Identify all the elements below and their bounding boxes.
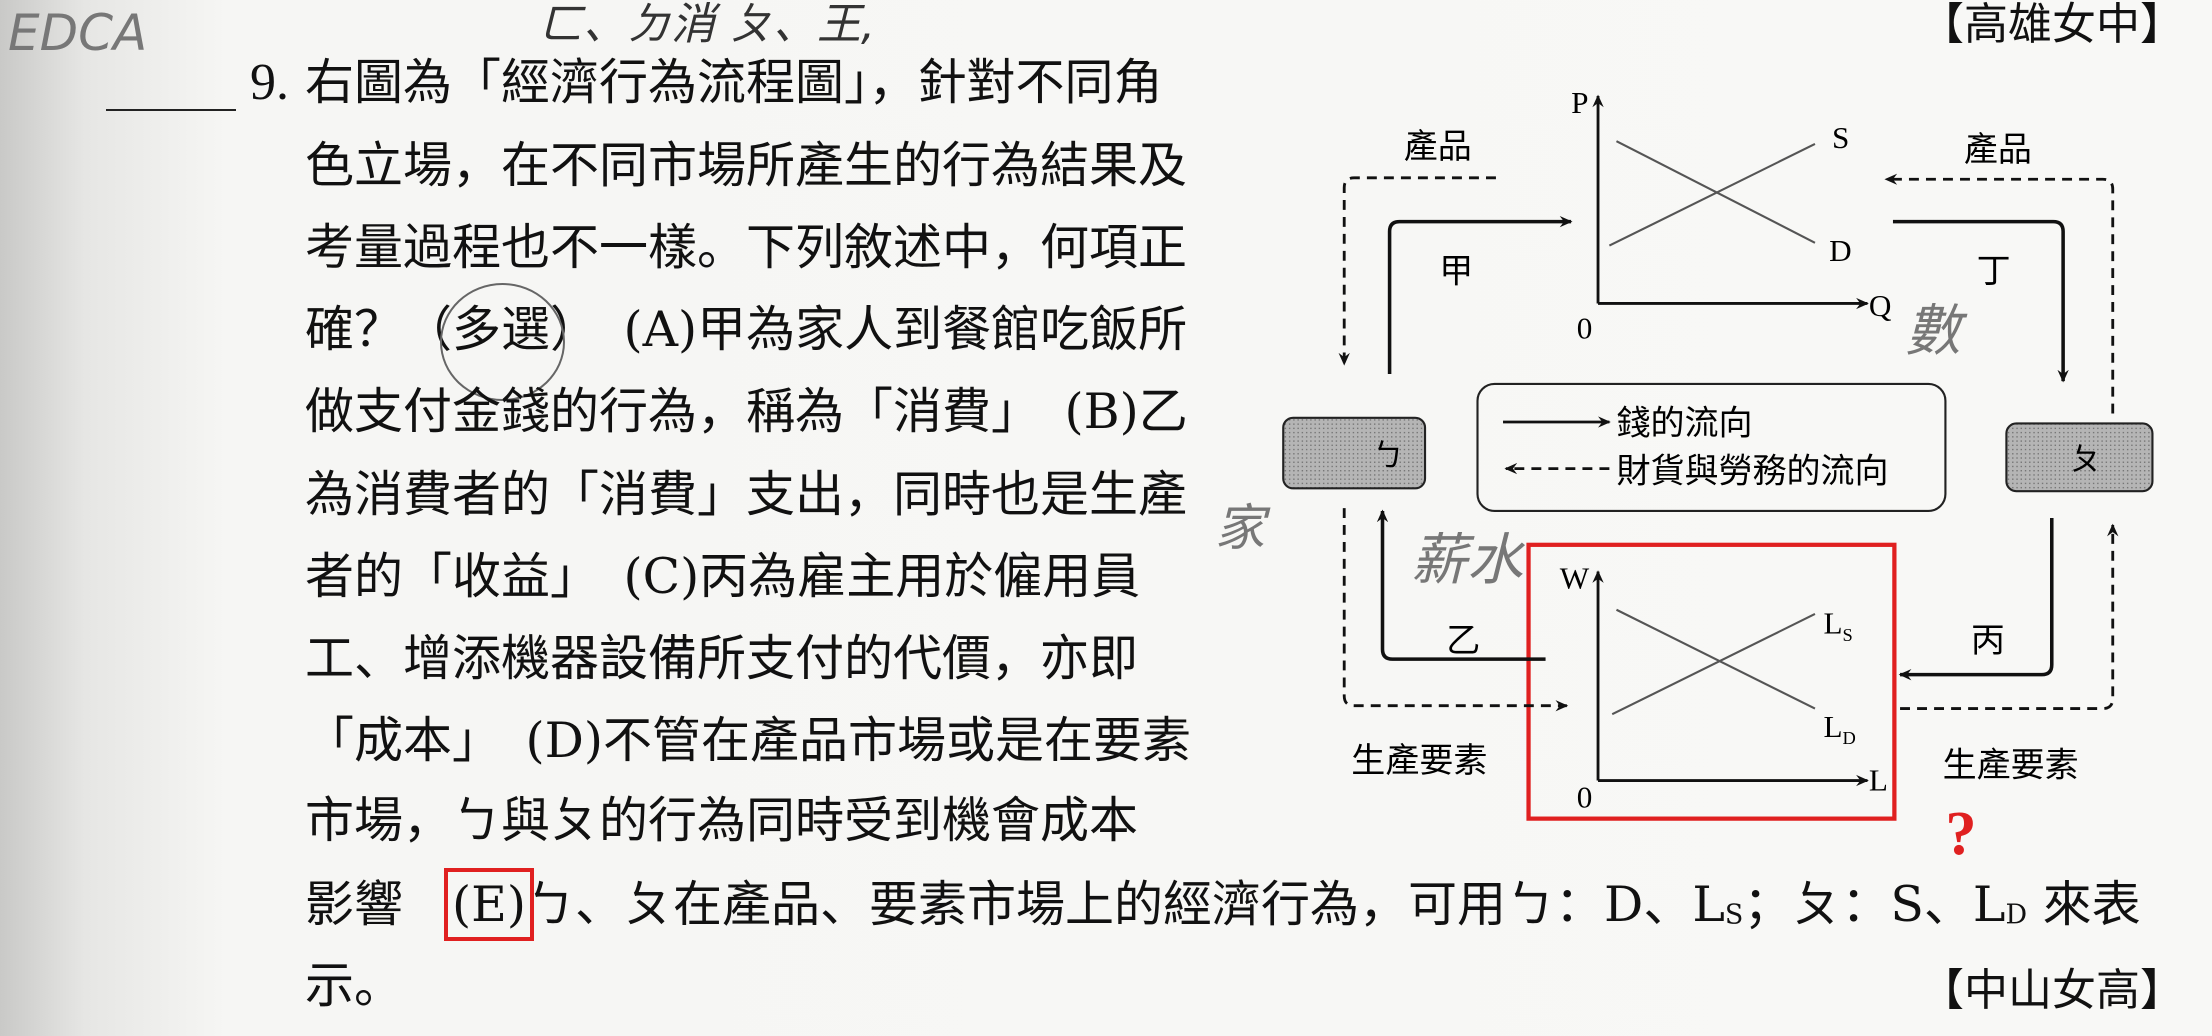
question-line: 做支付金錢的行為，稱為「消費」 (B)乙 — [305, 383, 1188, 440]
labor-demand-label: LD — [1823, 709, 1855, 748]
question-line: 工、增添機器設備所支付的代價，亦即 — [305, 630, 1139, 687]
subscript: S — [1724, 899, 1744, 931]
question-line: 右圖為「經濟行為流程圖」，針對不同角 — [305, 54, 1163, 111]
question-line: 為消費者的「消費」支出，同時也是生產 — [305, 466, 1188, 523]
legend-box — [1476, 382, 1947, 513]
money-flow-jia — [1387, 215, 1573, 375]
firm-box — [2005, 422, 2154, 493]
source-label-bottom: 【中山女高】 — [1920, 965, 2184, 1016]
factor-market-graph: W L 0 LS LD — [1526, 542, 1897, 821]
question-number: 9. — [250, 54, 289, 111]
flow-label-bing: 丙 — [1971, 623, 2005, 660]
origin-label: 0 — [1577, 779, 1593, 814]
demand-label: D — [1829, 233, 1852, 268]
supply-curve — [1608, 143, 1816, 247]
money-flow-ding — [1892, 219, 2069, 383]
handwritten-answer: EDCA — [8, 4, 148, 62]
answer-underline — [106, 109, 236, 111]
question-mark-annotation: ? — [1945, 800, 1976, 868]
source-label-top: 【高雄女中】 — [1920, 0, 2184, 50]
question-line: 考量過程也不一樣。下列敘述中，何項正 — [305, 219, 1188, 276]
product-label-left: 產品 — [1404, 128, 1472, 166]
firm-label: ㄆ — [2070, 442, 2101, 477]
subscript: D — [2005, 899, 2028, 931]
axis-label-q: Q — [1869, 288, 1892, 323]
question-line-option-e: 影響 (E)ㄅ、ㄆ在產品、要素市場上的經濟行為，可用ㄅ：D、LS；ㄆ：S、LD … — [305, 868, 2141, 944]
factor-flow-left — [1342, 508, 1569, 712]
text: ㄅ、ㄆ在產品、要素市場上的經濟行為，可用ㄅ：D、L — [526, 876, 1725, 933]
product-flow-right — [1884, 173, 2115, 414]
product-flow-left — [1338, 176, 1496, 366]
question-line: 者的「收益」 (C)丙為雇主用於僱用員 — [305, 548, 1141, 605]
option-e-label: (E) — [444, 868, 535, 941]
flow-label-ding: 丁 — [1977, 253, 2011, 290]
flow-label-yi: 乙 — [1446, 623, 1480, 660]
text: ；ㄆ：S、L — [1743, 876, 2006, 933]
axis-label-l: L — [1869, 762, 1888, 797]
question-line: 色立場，在不同市場所產生的行為結果及 — [305, 137, 1188, 194]
text: 來表 — [2027, 876, 2141, 933]
origin-label: 0 — [1577, 311, 1593, 346]
text: 影響 — [305, 876, 453, 933]
axis-label-p: P — [1571, 85, 1588, 120]
money-flow-yi — [1376, 509, 1546, 661]
handwritten-note-family: 家 — [1215, 499, 1265, 557]
product-label-right: 產品 — [1964, 131, 2032, 169]
question-line: 示。 — [305, 957, 404, 1014]
question-line: 確？（多選） (A)甲為家人到餐館吃飯所 — [305, 301, 1188, 358]
factor-label-right: 生產要素 — [1943, 746, 2079, 784]
factor-flow-right — [1900, 523, 2119, 710]
labor-supply-label: LS — [1823, 606, 1852, 645]
household-label: ㄅ — [1373, 438, 1404, 473]
question-line: 市場，ㄅ與ㄆ的行為同時受到機會成本 — [305, 792, 1139, 849]
money-flow-bing — [1898, 518, 2054, 681]
legend-goods-label: 財貨與勞務的流向 — [1616, 453, 1888, 491]
supply-label: S — [1832, 120, 1849, 155]
highlight-box — [1526, 542, 1897, 821]
axis-label-w: W — [1560, 561, 1590, 596]
product-market-graph: P Q 0 S D — [1571, 85, 1891, 346]
circled-multi-select — [440, 283, 565, 401]
household-box — [1282, 416, 1427, 490]
legend-money-label: 錢的流向 — [1616, 405, 1752, 443]
question-line: 「成本」 (D)不管在產品市場或是在要素 — [305, 712, 1192, 769]
handwritten-note-salary: 薪水 — [1411, 528, 1523, 593]
handwritten-note-top: ㄈ、ㄉ消 ㄆ、王, — [539, 0, 875, 50]
factor-label-left: 生產要素 — [1351, 742, 1487, 780]
labor-demand-curve — [1615, 608, 1816, 710]
handwritten-note-count: 數 — [1905, 299, 1961, 364]
flow-label-jia: 甲 — [1439, 253, 1473, 290]
labor-supply-curve — [1611, 613, 1816, 716]
